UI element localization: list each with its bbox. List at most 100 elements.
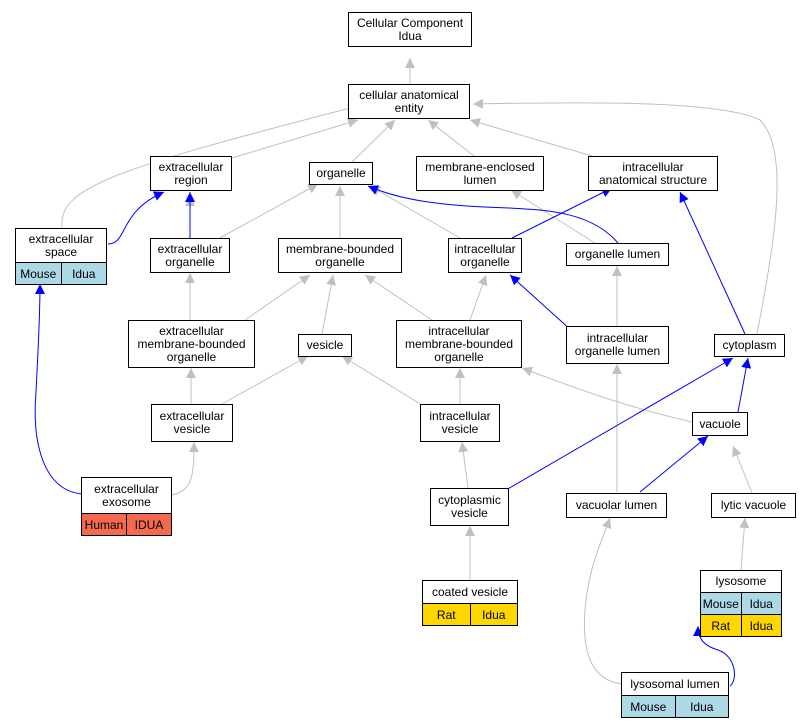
- node-cytoplasmic-vesicle[interactable]: cytoplasmic vesicle: [430, 488, 509, 526]
- edge-orl-mel: [510, 189, 599, 246]
- edge-cyto-cae: [472, 98, 778, 335]
- edge-imbo-ico: [469, 274, 488, 321]
- node-vacuole[interactable]: vacuole: [692, 412, 748, 436]
- node-label: intracellular membrane-bounded organelle: [404, 323, 514, 364]
- edge-cyto-ias: [679, 191, 746, 335]
- edge-icv-vesicle: [341, 355, 431, 411]
- node-membrane-bounded-organelle[interactable]: membrane-bounded organelle: [278, 238, 402, 273]
- edge-lys-lv: [739, 517, 750, 571]
- annotation-row-mouse: Mouse Idua: [701, 592, 781, 614]
- node-organelle-lumen[interactable]: organelle lumen: [566, 243, 669, 266]
- node-intracellular-organelle-lumen[interactable]: intracellular organelle lumen: [566, 326, 669, 364]
- node-cytoplasm[interactable]: cytoplasm: [714, 334, 785, 357]
- node-label: cytoplasmic vesicle: [438, 493, 501, 520]
- node-lytic-vacuole[interactable]: lytic vacuole: [711, 493, 796, 518]
- edge-organelle-cae: [351, 119, 396, 163]
- node-cellular-anatomical-entity[interactable]: cellular anatomical entity: [348, 84, 470, 119]
- node-lysosomal-lumen[interactable]: lysosomal lumen Mouse Idua: [621, 672, 729, 718]
- node-vesicle[interactable]: vesicle: [298, 334, 352, 357]
- edge-cpv-icv: [458, 441, 469, 489]
- edge-mel-cae: [427, 119, 475, 157]
- node-label: organelle lumen: [574, 247, 661, 261]
- node-label: extracellular membrane-bounded organelle: [137, 323, 246, 364]
- node-intracellular-anatomical-structure[interactable]: intracellular anatomical structure: [588, 156, 718, 191]
- gene-cell: Idua: [740, 593, 782, 614]
- node-label: vesicle: [306, 338, 344, 352]
- gene-cell: Idua: [60, 263, 107, 284]
- node-intracellular-organelle[interactable]: intracellular organelle: [448, 238, 522, 273]
- node-label: membrane-enclosed lumen: [425, 159, 535, 187]
- node-label: intracellular anatomical structure: [598, 159, 708, 187]
- node-extracellular-space[interactable]: extracellular space Mouse Idua: [15, 228, 107, 285]
- node-label: extracellular space: [28, 231, 94, 259]
- node-label: intracellular organelle lumen: [574, 331, 661, 358]
- node-intracellular-vesicle[interactable]: intracellular vesicle: [420, 404, 500, 442]
- node-extracellular-organelle[interactable]: extracellular organelle: [150, 238, 230, 273]
- node-label: organelle: [316, 166, 366, 180]
- edge-imbo-mbo: [364, 274, 433, 321]
- edge-exo-ecv: [171, 441, 199, 496]
- node-label: Cellular Component Idua: [356, 15, 464, 43]
- node-membrane-enclosed-lumen[interactable]: membrane-enclosed lumen: [416, 156, 544, 191]
- annotation-row-rat: Rat Idua: [701, 614, 781, 636]
- node-label: intracellular vesicle: [429, 409, 491, 436]
- node-organelle[interactable]: organelle: [309, 162, 373, 185]
- node-cellular-component-root[interactable]: Cellular Component Idua: [348, 12, 472, 47]
- node-label: lysosome: [715, 574, 767, 588]
- gene-cell: IDUA: [126, 514, 171, 535]
- species-cell: Mouse: [630, 699, 667, 714]
- edge-vl-vacuole: [639, 435, 709, 493]
- gene-cell: Idua: [740, 615, 782, 636]
- node-label: intracellular organelle: [454, 241, 516, 269]
- node-label: membrane-bounded organelle: [285, 241, 395, 269]
- species-cell: Mouse: [20, 266, 57, 281]
- node-label: cellular anatomical entity: [359, 87, 459, 115]
- species-cell: Human: [84, 517, 124, 532]
- node-vacuolar-lumen[interactable]: vacuolar lumen: [566, 493, 667, 518]
- edge-iol-ico: [509, 274, 573, 332]
- gene-cell: Idua: [674, 696, 729, 717]
- edge-orl-organelle: [367, 185, 619, 244]
- gene-cell: Idua: [469, 604, 518, 625]
- node-label: extracellular exosome: [94, 481, 159, 509]
- edge-ico-organelle: [369, 185, 461, 239]
- node-label: cytoplasm: [722, 338, 777, 352]
- node-extracellular-vesicle[interactable]: extracellular vesicle: [151, 404, 233, 442]
- edge-vacuole-cyto: [737, 357, 752, 413]
- node-label: extracellular vesicle: [159, 409, 225, 436]
- node-intracellular-membrane-bounded-organelle[interactable]: intracellular membrane-bounded organelle: [396, 320, 522, 368]
- node-label: coated vesicle: [431, 584, 509, 599]
- node-extracellular-region[interactable]: extracellular region: [150, 156, 232, 191]
- node-extracellular-exosome[interactable]: extracellular exosome Human IDUA: [81, 477, 172, 536]
- edge-ll-vl: [583, 517, 623, 685]
- edge-ias-cae: [469, 118, 593, 157]
- node-coated-vesicle[interactable]: coated vesicle Rat Idua: [422, 580, 518, 626]
- edge-ecs-ecr: [107, 191, 165, 245]
- node-lysosome[interactable]: lysosome Mouse Idua Rat Idua: [700, 570, 782, 637]
- node-extracellular-membrane-bounded-organelle[interactable]: extracellular membrane-bounded organelle: [128, 320, 255, 368]
- node-label: extracellular organelle: [157, 241, 223, 269]
- annotation-row-rat: Rat Idua: [423, 603, 517, 625]
- species-cell: Mouse: [702, 596, 739, 611]
- edge-vacuole-imbo: [521, 366, 693, 423]
- edge-eco-organelle: [219, 183, 319, 239]
- node-label: extracellular region: [158, 159, 224, 187]
- annotation-row-human: Human IDUA: [82, 513, 171, 535]
- edge-vesicle-mbo: [321, 274, 337, 335]
- annotation-row-mouse: Mouse Idua: [16, 262, 106, 284]
- edge-ll-lys: [693, 625, 735, 687]
- edge-lv-vacuole: [732, 445, 753, 494]
- species-cell: Rat: [436, 607, 456, 622]
- edge-ecv-vesicle: [221, 355, 309, 405]
- node-label: vacuolar lumen: [575, 498, 658, 512]
- edge-ecr-cae: [231, 118, 359, 159]
- annotation-row-mouse: Mouse Idua: [622, 695, 728, 717]
- edge-ecs-cae: [61, 103, 359, 229]
- species-cell: Rat: [711, 618, 731, 633]
- edge-embo-mbo: [244, 274, 311, 321]
- edge-exo-ecs: [34, 283, 83, 495]
- edge-cpv-cyto: [505, 357, 734, 491]
- node-label: vacuole: [699, 416, 741, 431]
